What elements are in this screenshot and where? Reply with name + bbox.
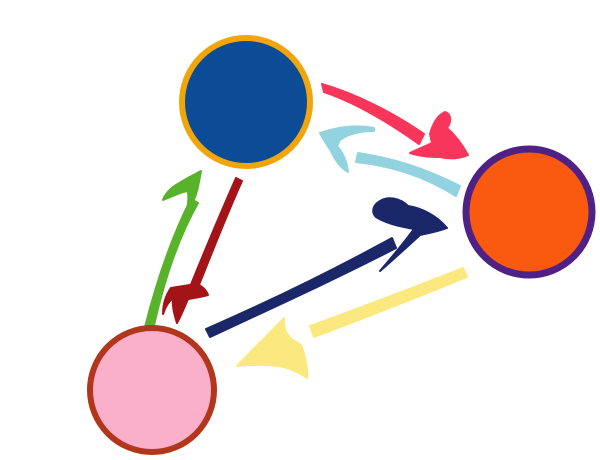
arrow-shaft-blue-to-pink <box>189 177 243 291</box>
arrowhead-icon-orange-to-pink <box>236 317 309 379</box>
arrowhead-icon-pink-to-blue <box>162 170 202 217</box>
arrow-pink-to-blue <box>144 170 202 331</box>
arrow-orange-to-blue <box>319 125 461 197</box>
arrow-shaft-pink-to-orange <box>205 237 397 338</box>
arrow-blue-to-pink <box>162 177 243 324</box>
arrowhead-icon-blue-to-orange <box>409 111 469 160</box>
arrowhead-icon-orange-to-blue <box>319 125 375 173</box>
blue-node <box>179 35 313 169</box>
arrowhead-icon-blue-to-pink <box>162 283 209 324</box>
arrow-orange-to-pink <box>236 267 468 379</box>
arrow-pink-to-orange <box>205 197 448 338</box>
pink-node <box>87 325 217 455</box>
arrow-shaft-orange-to-blue <box>355 152 461 197</box>
arrowhead-icon-pink-to-orange <box>372 197 448 272</box>
orange-node <box>462 145 596 279</box>
arrow-shaft-orange-to-pink <box>309 267 468 338</box>
arrow-shaft-pink-to-blue <box>144 198 199 331</box>
arrow-blue-to-orange <box>321 83 469 160</box>
arrow-shaft-blue-to-orange <box>321 83 425 145</box>
